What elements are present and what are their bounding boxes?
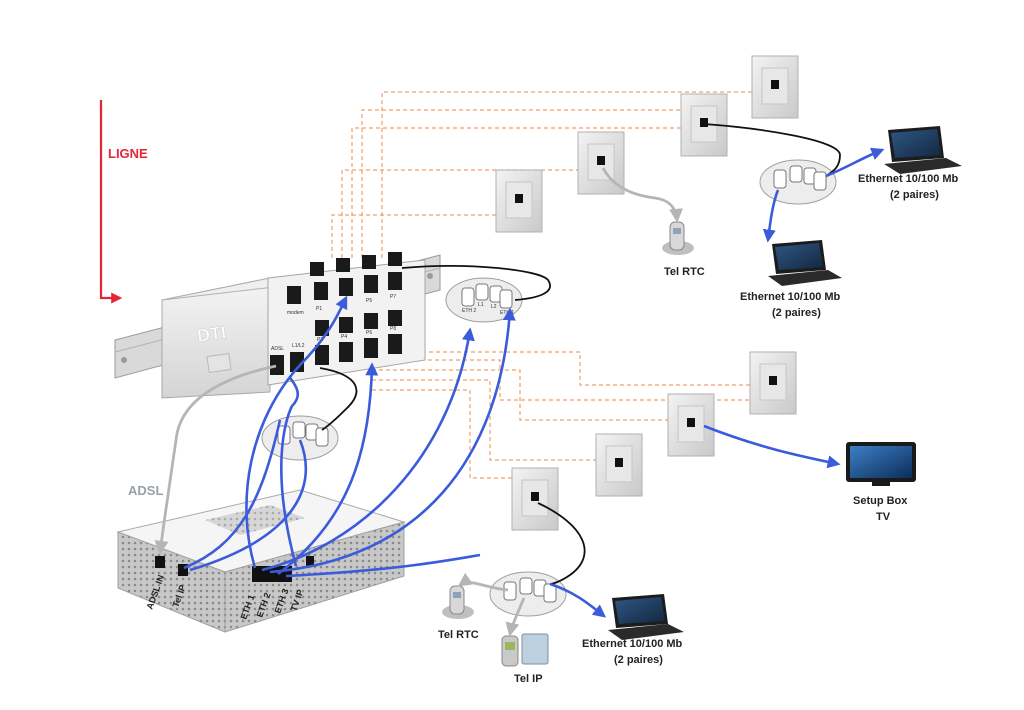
tel-rtc-top-label: Tel RTC [664, 266, 705, 278]
setup-box-label: Setup Box [853, 495, 908, 507]
tv-screen [846, 442, 916, 486]
ethernet-bottom-label: Ethernet 10/100 Mb [582, 638, 683, 650]
modem-port-adsl-in[interactable] [155, 556, 165, 568]
wall-plate-4 [495, 169, 543, 233]
phone-ip [501, 633, 549, 667]
splitter-panel [445, 277, 523, 323]
dti-logo: DTI [196, 322, 228, 346]
wall-plates [495, 55, 799, 531]
splitter-label-l1: L1 [478, 302, 484, 308]
patch-bottom-row [270, 310, 402, 375]
adsl-modem [116, 489, 406, 633]
ligne-line: LIGNE [99, 100, 148, 304]
wall-plate-8 [511, 467, 559, 531]
patch-label-p1: P1 [316, 306, 322, 312]
patch-port-p4[interactable] [339, 342, 353, 362]
patch-port-p1[interactable] [314, 282, 328, 300]
patch-label-p7: P7 [390, 294, 396, 300]
patch-label-p4: P4 [341, 334, 347, 340]
ethernet-mid-pairs: (2 paires) [772, 307, 821, 319]
tel-ip-label: Tel IP [514, 673, 543, 685]
internal-wiring [331, 91, 752, 479]
patch-label-modem: modem [287, 310, 304, 316]
patch-port-p6[interactable] [364, 338, 378, 358]
splitter-mid [261, 415, 339, 461]
adsl-label: ADSL [128, 483, 163, 498]
wall-plate-6 [667, 393, 715, 457]
patch-port-p5[interactable] [364, 275, 378, 293]
patch-label-l1l2: L1/L2 [292, 343, 305, 349]
modem-port-tel-ip[interactable] [178, 564, 188, 576]
splitter-label-eth1: ETH 1 [500, 310, 514, 316]
wall-plate-7 [595, 433, 643, 497]
ethernet-top-label: Ethernet 10/100 Mb [858, 173, 959, 185]
patch-port-adsl[interactable] [270, 355, 284, 375]
patch-port-p2[interactable] [315, 345, 329, 365]
blue-cables [183, 147, 885, 618]
splitter-bottom [489, 571, 567, 617]
patch-port-modem[interactable] [287, 286, 301, 304]
splitter-label-l2: L2 [491, 304, 497, 310]
wall-plate-5 [749, 351, 797, 415]
splitter-top-right [759, 159, 837, 205]
ligne-label: LIGNE [108, 146, 148, 161]
patch-port-l1l2[interactable] [290, 352, 304, 372]
laptop-bottom [608, 594, 684, 640]
tv-label: TV [876, 511, 891, 523]
tel-rtc-bottom-label: Tel RTC [438, 629, 479, 641]
patch-port-p3[interactable] [339, 278, 353, 296]
wall-plate-1 [751, 55, 799, 119]
ethernet-mid-label: Ethernet 10/100 Mb [740, 291, 841, 303]
patch-port-p7[interactable] [388, 272, 402, 290]
ethernet-bottom-pairs: (2 paires) [614, 654, 663, 666]
patch-label-p5: P5 [366, 298, 372, 304]
splitter-label-eth2: ETH 2 [462, 308, 476, 314]
laptop-top-right [884, 126, 962, 174]
modem-port-tv-ip[interactable] [306, 556, 314, 566]
ethernet-top-pairs: (2 paires) [890, 189, 939, 201]
laptop-mid [768, 240, 842, 286]
black-cables [319, 123, 841, 585]
patch-label-p8: P8 [390, 326, 396, 332]
patch-label-adsl: ADSL [271, 346, 284, 352]
patch-label-p6: P6 [366, 330, 372, 336]
patch-top-row [287, 252, 402, 304]
patch-panel: modem P1 P3 P5 P7 ADSL L1/L2 P2 P4 P6 P8 [267, 252, 426, 386]
patch-port-p8[interactable] [388, 334, 402, 354]
grey-cables [154, 167, 684, 637]
phone-rtc-top [662, 221, 694, 255]
phone-rtc-bottom [442, 585, 474, 619]
